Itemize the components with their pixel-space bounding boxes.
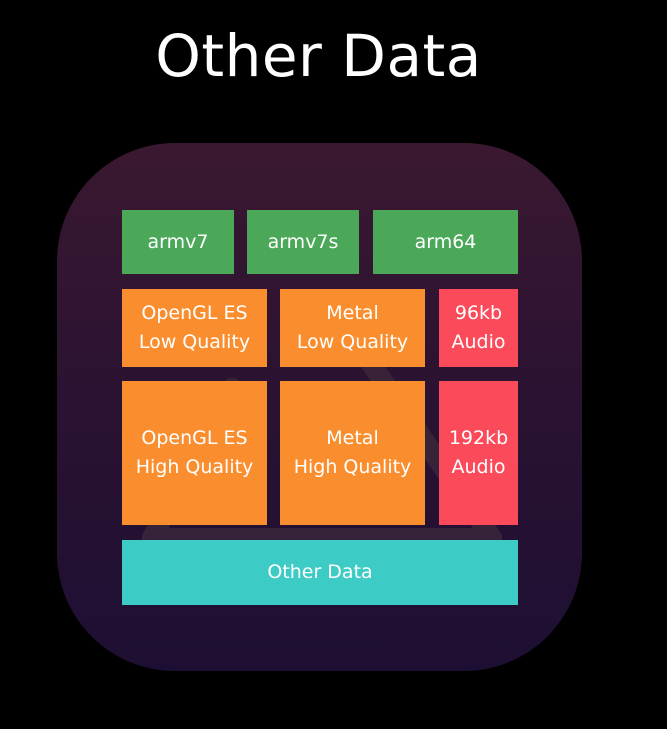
metal-low-quality-block: Metal Low Quality (280, 289, 425, 367)
audio-192-line2: Audio (451, 456, 506, 478)
arch-block-armv7: armv7 (122, 210, 234, 274)
opengl-high-line2: High Quality (135, 456, 254, 478)
opengl-high-line1: OpenGL ES (141, 427, 248, 449)
arch-block-armv7s: armv7s (247, 210, 359, 274)
arch-label-armv7: armv7 (147, 230, 209, 253)
audio-96-line2: Audio (451, 331, 506, 353)
other-data-label: Other Data (267, 561, 373, 583)
opengl-high-quality-block: OpenGL ES High Quality (122, 381, 267, 525)
audio-96-line1: 96kb (454, 302, 503, 324)
audio-192kb-block: 192kb Audio (439, 381, 518, 525)
app-icon-container: armv7 armv7s arm64 OpenGL ES Low Quality… (57, 143, 582, 671)
arch-label-arm64: arm64 (414, 230, 477, 253)
metal-high-line2: High Quality (293, 456, 412, 478)
opengl-low-quality-block: OpenGL ES Low Quality (122, 289, 267, 367)
metal-low-line2: Low Quality (296, 331, 409, 353)
slide-title: Other Data (155, 22, 482, 90)
opengl-low-line1: OpenGL ES (141, 302, 248, 324)
metal-low-line1: Metal (326, 302, 379, 324)
metal-high-quality-block: Metal High Quality (280, 381, 425, 525)
metal-high-line1: Metal (326, 427, 379, 449)
audio-192-line1: 192kb (448, 427, 509, 449)
opengl-low-line2: Low Quality (138, 331, 251, 353)
audio-96kb-block: 96kb Audio (439, 289, 518, 367)
other-data-block: Other Data (122, 540, 518, 605)
arch-block-arm64: arm64 (373, 210, 518, 274)
arch-label-armv7s: armv7s (267, 230, 339, 253)
